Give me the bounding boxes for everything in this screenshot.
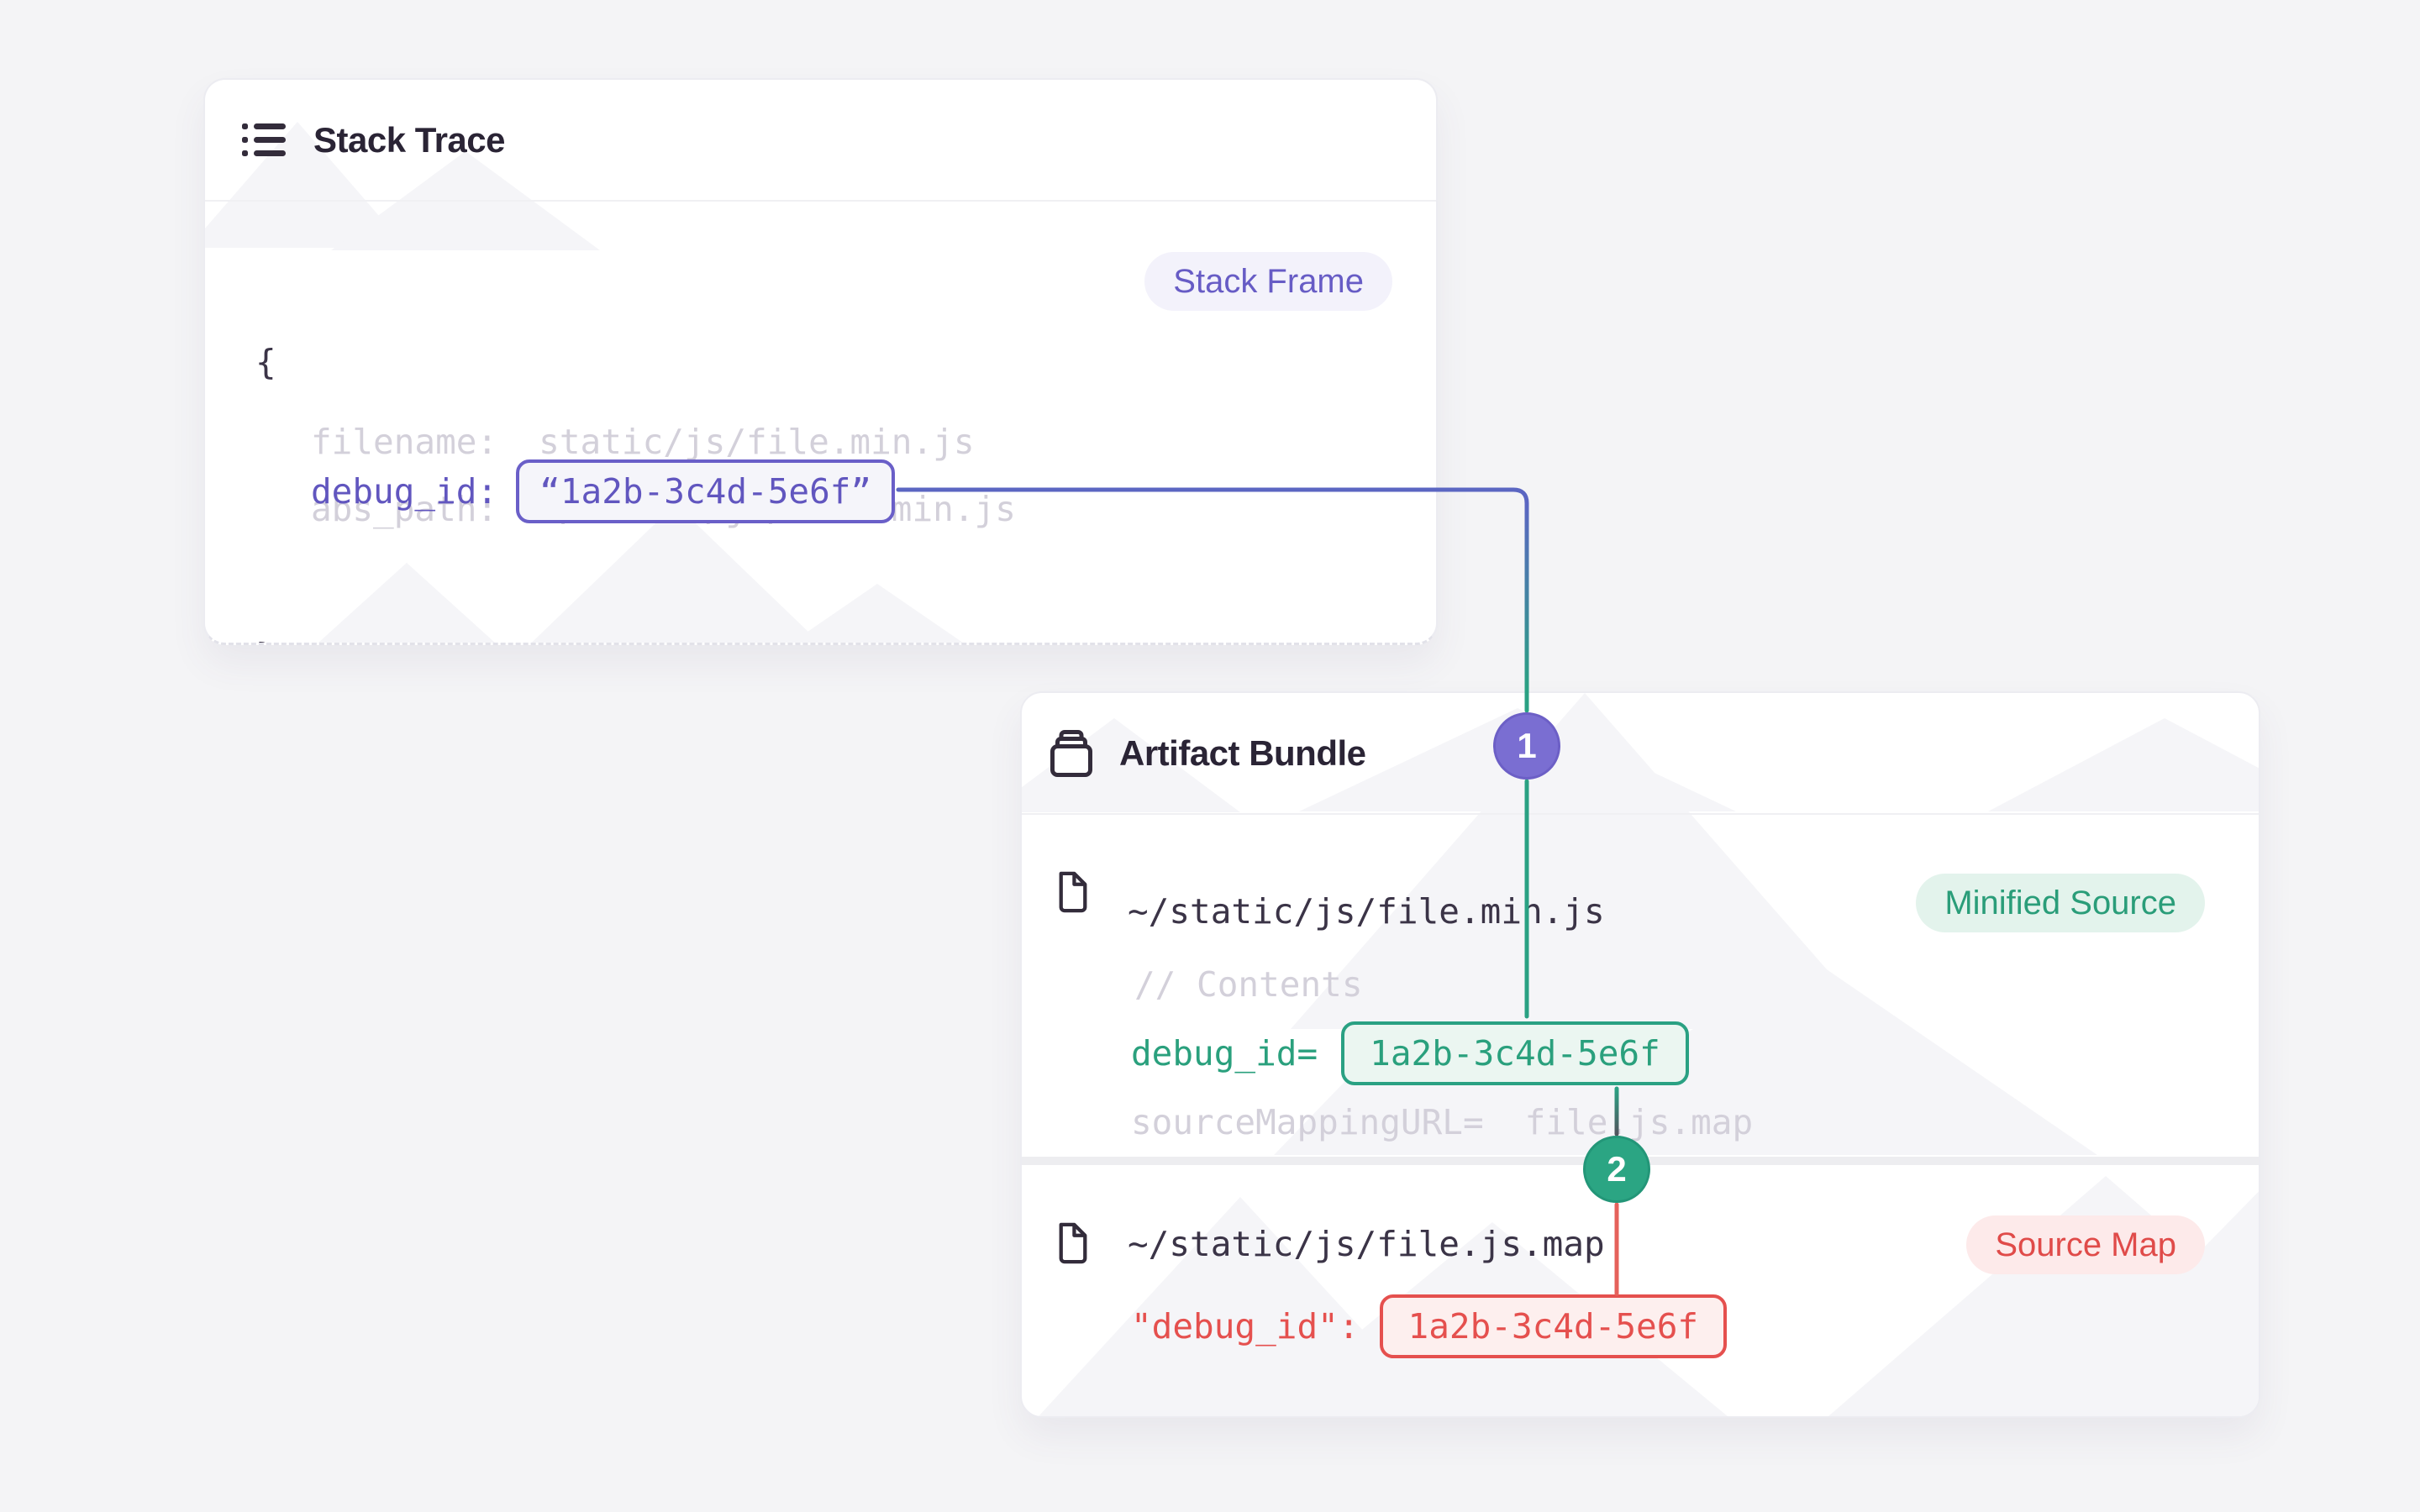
source-map-debug-id-label: "debug_id":	[1131, 1306, 1360, 1347]
stack-trace-header: Stack Trace	[205, 80, 1436, 202]
source-mapping-label: sourceMappingURL=	[1131, 1102, 1484, 1142]
artifact-bundle-card: Artifact Bundle ~/static/js/file.min.js …	[1020, 691, 2260, 1418]
filename-label: filename:	[311, 422, 498, 462]
minified-file-path: ~/static/js/file.min.js	[1128, 891, 1605, 932]
minified-debug-id-label: debug_id=	[1131, 1033, 1318, 1074]
file-icon	[1059, 871, 1087, 913]
source-mapping-value: file.js.map	[1524, 1102, 1754, 1142]
filename-value: static/js/file.min.js	[539, 422, 975, 462]
archive-box-icon	[1050, 729, 1092, 777]
list-icon	[242, 123, 286, 156]
minified-source-badge: Minified Source	[1916, 874, 2205, 932]
step-2-badge: 2	[1583, 1136, 1650, 1203]
minified-debug-id-line: debug_id= 1a2b-3c4d-5e6f	[1131, 1020, 1689, 1087]
mountain-decoration	[230, 563, 583, 643]
filename-line: filename: static/js/file.min.js	[311, 417, 975, 467]
contents-comment: // Contents	[1134, 964, 1363, 1005]
mountain-decoration	[1828, 1176, 2259, 1416]
file-icon	[1059, 1222, 1087, 1264]
brace-close: }	[255, 631, 276, 643]
source-map-badge: Source Map	[1966, 1215, 2205, 1274]
source-mapping-line: sourceMappingURL= file.js.map	[1131, 1097, 1753, 1147]
source-map-debug-id-line: "debug_id": 1a2b-3c4d-5e6f	[1131, 1293, 1728, 1360]
artifact-bundle-header: Artifact Bundle	[1022, 693, 2259, 815]
stack-trace-card: Stack Trace Stack Frame { filename: stati…	[203, 78, 1438, 645]
debug-id-value-box: “1a2b-3c4d-5e6f”	[516, 459, 896, 523]
stack-trace-title: Stack Trace	[313, 119, 506, 160]
source-map-debug-id-value-box: 1a2b-3c4d-5e6f	[1379, 1294, 1728, 1358]
source-map-file-path: ~/static/js/file.js.map	[1128, 1224, 1605, 1264]
artifact-bundle-title: Artifact Bundle	[1119, 732, 1366, 773]
debug-id-label: debug_id:	[311, 471, 498, 512]
brace-open: {	[255, 342, 276, 382]
mountain-decoration	[2039, 1176, 2259, 1416]
minified-debug-id-value-box: 1a2b-3c4d-5e6f	[1341, 1021, 1689, 1085]
stack-frame-badge: Stack Frame	[1144, 252, 1392, 311]
debug-id-line: debug_id: “1a2b-3c4d-5e6f”	[311, 458, 896, 525]
step-1-badge: 1	[1493, 712, 1560, 780]
mountain-decoration	[676, 584, 1079, 643]
